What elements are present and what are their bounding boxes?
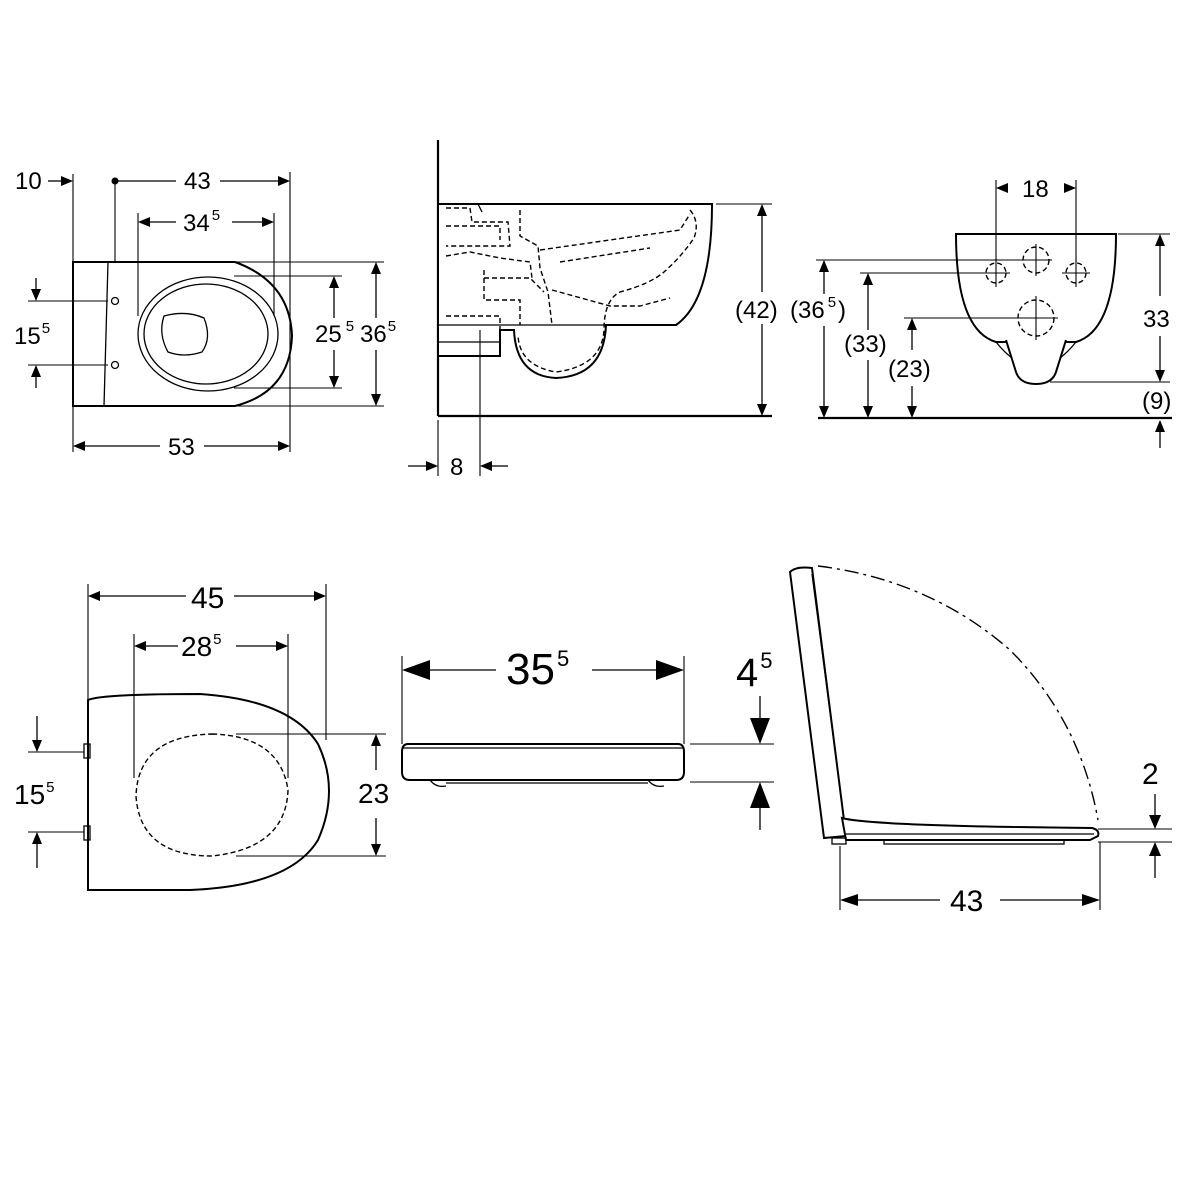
- dim-18: 18: [1022, 176, 1049, 203]
- bowl-outline: [72, 261, 294, 407]
- dim-33-right: 33: [1143, 306, 1170, 333]
- bowl-opening: [161, 312, 209, 356]
- buffer-right: [647, 779, 665, 788]
- hinge-base: [831, 837, 847, 845]
- dim-43: 43: [184, 168, 211, 195]
- seat-ring-inner: [143, 283, 269, 385]
- trap-hidden-line: [517, 209, 697, 373]
- fixing-hole-upper: [110, 296, 120, 306]
- dim-35-5: 355: [506, 645, 569, 694]
- inlet-connection: [1020, 244, 1052, 276]
- wall-plate-line: [103, 261, 109, 407]
- seat-buffer: [883, 839, 1065, 845]
- lid-swing-arc: [817, 565, 1099, 821]
- fixing-bolt-left: [982, 259, 1010, 287]
- dim-43-seat: 43: [950, 885, 983, 918]
- dim-15-5-top: 155: [14, 320, 50, 350]
- seat-front-outline: [401, 743, 685, 781]
- seat-opening-hidden: [135, 733, 289, 857]
- dim-10: 10: [15, 168, 42, 195]
- dim-23-seat: 23: [358, 778, 389, 809]
- outlet-connection: [1014, 296, 1058, 340]
- seat-ring-outline: [840, 816, 1100, 841]
- lid-outline: [788, 566, 848, 840]
- side-view: (42) 8: [408, 140, 778, 481]
- seat-outline: [87, 692, 330, 891]
- dim-36-5-top: 365: [360, 318, 396, 348]
- dim-2: 2: [1142, 758, 1159, 791]
- dim-15-5-seat: 155: [14, 779, 55, 810]
- fixing-bolt-right: [1062, 259, 1090, 287]
- hinge-lower: [83, 825, 91, 841]
- dim-9: (9): [1142, 388, 1171, 415]
- dim-45: 45: [191, 582, 224, 615]
- dim-8: 8: [450, 454, 463, 481]
- seat-side-view: 2 43: [788, 565, 1172, 918]
- fixing-hole-lower: [110, 360, 120, 370]
- bowl-side-outline: [437, 203, 714, 380]
- dim-42: (42): [735, 297, 778, 324]
- dim-28-5: 285: [181, 631, 222, 662]
- hinge-upper: [83, 743, 91, 759]
- seat-top-view: 45 285 155 23: [14, 582, 389, 891]
- dim-53: 53: [168, 434, 195, 461]
- seat-front-view: 355 45: [401, 645, 774, 830]
- dim-4-5: 45: [736, 648, 773, 695]
- dim-33-left: (33): [844, 331, 887, 358]
- bowl-foot: [1005, 339, 1067, 386]
- buffer-left: [429, 779, 447, 788]
- seat-ring-outer: [137, 276, 279, 392]
- dim-23-rear: (23): [888, 356, 931, 383]
